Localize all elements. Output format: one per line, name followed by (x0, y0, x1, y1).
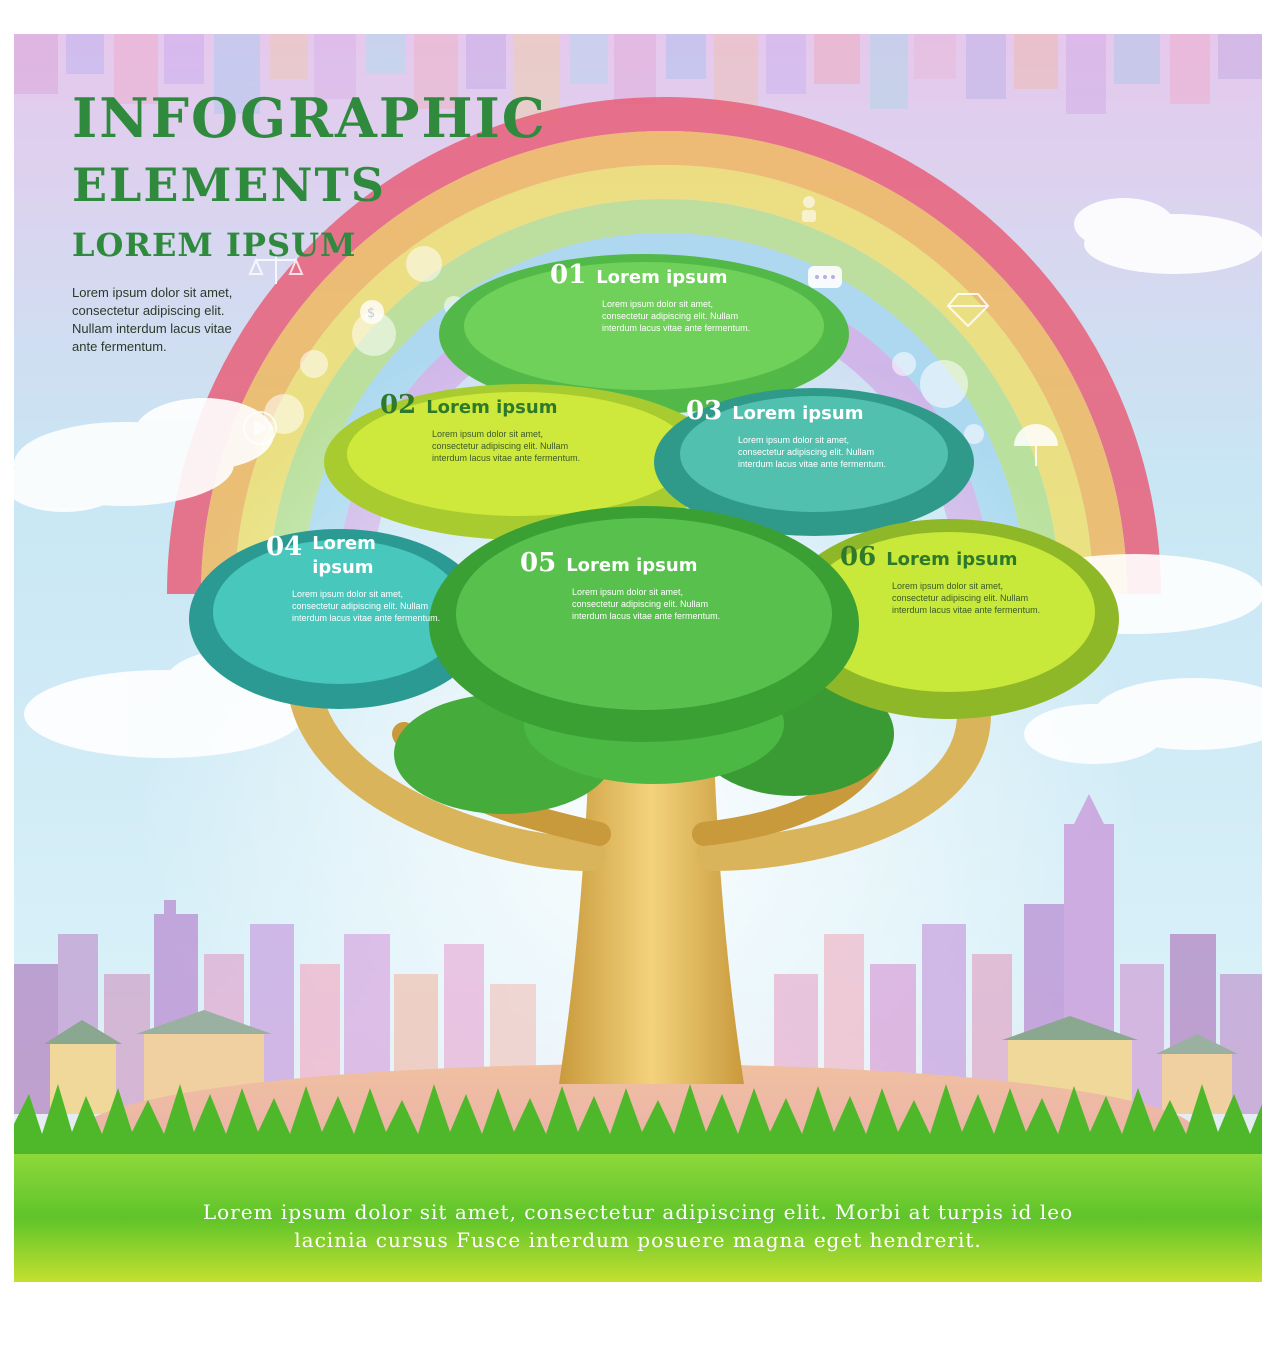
cloud-body-line: interdum lacus vitae ante fermentum. (292, 613, 441, 623)
cloud-shape-05 (429, 506, 859, 742)
cloud-label-02: 02 Lorem ipsum Lorem ipsum dolor sit ame… (380, 390, 620, 464)
cloud-body-line: Lorem ipsum dolor sit amet, (572, 587, 684, 597)
cloud-heading: Lorem ipsum (426, 397, 558, 418)
grass (14, 1084, 1262, 1282)
cloud-shape-03 (654, 388, 974, 536)
cloud-number: 03 (686, 396, 723, 426)
cloud-shape-04 (189, 529, 489, 709)
cloud-body-line: consectetur adipiscing elit. Nullam (602, 311, 739, 321)
umbrella-icon (1014, 424, 1058, 466)
cloud-title: 03 Lorem ipsum (686, 396, 906, 426)
cloud-body-line: Lorem ipsum dolor sit amet, (292, 589, 404, 599)
cloud-number: 04 (266, 532, 303, 562)
cloud-label-03: 03 Lorem ipsum Lorem ipsum dolor sit ame… (686, 396, 906, 470)
cloud-label-01: 01 Lorem ipsum Lorem ipsum dolor sit ame… (550, 260, 770, 334)
cloud-heading: Lorem ipsum (886, 549, 1018, 570)
cloud-number: 05 (520, 548, 557, 578)
cloud-shape-02 (324, 384, 724, 540)
cloud-body: Lorem ipsum dolor sit amet, consectetur … (520, 586, 760, 622)
cloud-shape-06 (779, 519, 1119, 719)
cloud-number: 02 (380, 390, 417, 420)
play-icon (243, 411, 277, 445)
cloud-title: 01 Lorem ipsum (550, 260, 770, 290)
footer-line: lacinia cursus Fusce interdum posuere ma… (294, 1228, 982, 1252)
cloud-body-line: interdum lacus vitae ante fermentum. (892, 605, 1041, 615)
subtitle: LOREM IPSUM (72, 226, 357, 264)
cloud-body-line: consectetur adipiscing elit. Nullam (572, 599, 709, 609)
infographic-poster: $ INFOGRAPHIC ELEMENTS LOREM IPSUM Lorem… (14, 34, 1262, 1282)
cloud-label-04: 04 Lorem ipsum Lorem ipsum dolor sit ame… (266, 532, 456, 624)
cloud-body: Lorem ipsum dolor sit amet, consectetur … (380, 428, 620, 464)
intro-text: Lorem ipsum dolor sit amet, consectetur … (72, 284, 312, 356)
cloud-label-05: 05 Lorem ipsum Lorem ipsum dolor sit ame… (520, 548, 760, 622)
cloud-title: 05 Lorem ipsum (520, 548, 760, 578)
cloud-title: 02 Lorem ipsum (380, 390, 620, 420)
cloud-body: Lorem ipsum dolor sit amet, consectetur … (266, 588, 456, 624)
cloud-number: 06 (840, 542, 877, 572)
intro-line: consectetur adipiscing elit. (72, 303, 225, 318)
cloud-body-line: interdum lacus vitae ante fermentum. (572, 611, 721, 621)
title-line-1: INFOGRAPHIC (72, 86, 547, 150)
footer-text: Lorem ipsum dolor sit amet, consectetur … (14, 1198, 1262, 1254)
cloud-body-line: interdum lacus vitae ante fermentum. (432, 453, 581, 463)
chat-bubble-icon (808, 266, 842, 288)
cloud-body-line: Lorem ipsum dolor sit amet, (432, 429, 544, 439)
cloud-title: 06 Lorem ipsum (840, 542, 1070, 572)
cloud-label-06: 06 Lorem ipsum Lorem ipsum dolor sit ame… (840, 542, 1070, 616)
cloud-body-line: consectetur adipiscing elit. Nullam (738, 447, 875, 457)
cloud-body: Lorem ipsum dolor sit amet, consectetur … (840, 580, 1070, 616)
cloud-body: Lorem ipsum dolor sit amet, consectetur … (550, 298, 770, 334)
person-icon (802, 196, 816, 222)
footer-line: Lorem ipsum dolor sit amet, consectetur … (202, 1200, 1074, 1224)
money-bag-icon: $ (360, 300, 384, 324)
intro-line: ante fermentum. (72, 339, 167, 354)
cloud-heading: Lorem ipsum (596, 267, 728, 288)
cloud-number: 01 (550, 260, 587, 290)
cloud-title: 04 Lorem ipsum (266, 532, 456, 580)
cloud-body-line: Lorem ipsum dolor sit amet, (602, 299, 714, 309)
cloud-body-line: Lorem ipsum dolor sit amet, (738, 435, 850, 445)
cloud-body-line: Lorem ipsum dolor sit amet, (892, 581, 1004, 591)
cloud-body-line: interdum lacus vitae ante fermentum. (602, 323, 751, 333)
cloud-heading: Lorem ipsum (312, 533, 376, 578)
cloud-body-line: consectetur adipiscing elit. Nullam (892, 593, 1029, 603)
title-line-2: ELEMENTS (72, 158, 386, 212)
background-scene: $ (14, 34, 1262, 1282)
intro-line: Nullam interdum lacus vitae (72, 321, 232, 336)
diamond-icon (946, 293, 990, 328)
intro-line: Lorem ipsum dolor sit amet, (72, 285, 233, 300)
cloud-body-line: consectetur adipiscing elit. Nullam (432, 441, 569, 451)
cloud-body: Lorem ipsum dolor sit amet, consectetur … (686, 434, 906, 470)
cloud-body-line: consectetur adipiscing elit. Nullam (292, 601, 429, 611)
svg-text:$: $ (367, 306, 375, 321)
cloud-shape-01 (439, 254, 849, 414)
scales-icon (248, 254, 304, 284)
cloud-body-line: interdum lacus vitae ante fermentum. (738, 459, 887, 469)
cloud-heading: Lorem ipsum (732, 403, 864, 424)
tree-foliage (189, 254, 1119, 814)
cloud-heading: Lorem ipsum (566, 555, 698, 576)
